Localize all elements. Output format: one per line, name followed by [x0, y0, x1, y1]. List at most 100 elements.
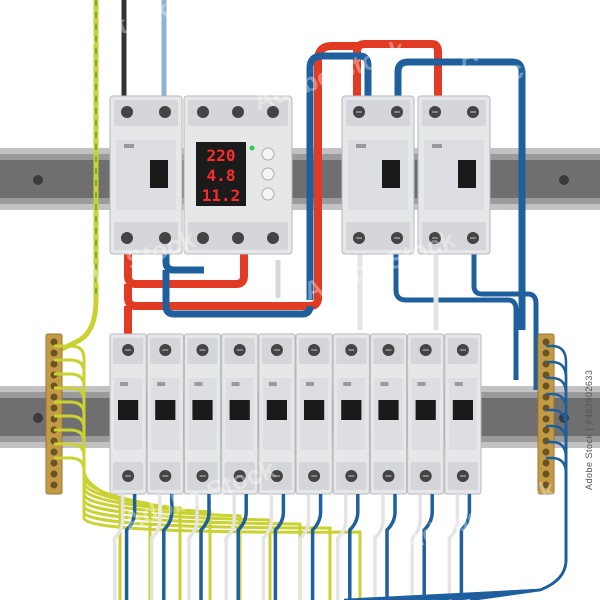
- circuit-breaker[interactable]: [221, 333, 259, 495]
- screw-icon: [50, 393, 58, 401]
- voltmeter-ammeter: 220 4.8 11.2: [183, 95, 293, 255]
- screw-icon: [542, 415, 550, 423]
- screw-icon: [159, 106, 171, 118]
- screw-icon: [232, 106, 244, 118]
- meter-display: [196, 142, 246, 206]
- screw-icon: [391, 106, 403, 118]
- screw-icon: [467, 106, 479, 118]
- screw-icon: [542, 470, 550, 478]
- toggle-lever-icon[interactable]: [452, 400, 473, 420]
- screw-icon: [467, 232, 479, 244]
- screw-icon: [50, 349, 58, 357]
- screw-icon: [159, 470, 172, 482]
- screw-icon: [542, 426, 550, 434]
- screw-icon: [50, 338, 58, 346]
- screw-icon: [270, 344, 283, 356]
- circuit-breaker[interactable]: [369, 333, 408, 495]
- incoming-wires: [58, 0, 167, 353]
- screw-icon: [232, 232, 244, 244]
- toggle-lever-icon[interactable]: [229, 400, 250, 420]
- rcd-2[interactable]: [417, 95, 491, 255]
- screw-icon: [270, 470, 283, 482]
- screw-icon: [50, 448, 58, 456]
- screw-icon: [419, 344, 432, 356]
- toggle-lever-icon[interactable]: [150, 160, 168, 188]
- screw-icon: [456, 344, 469, 356]
- screw-icon: [197, 232, 209, 244]
- rail-hole: [559, 175, 569, 185]
- residual-current-devices: [341, 95, 491, 255]
- toggle-lever-icon[interactable]: [118, 400, 139, 420]
- circuit-breaker[interactable]: [444, 333, 482, 495]
- toggle-lever-icon[interactable]: [415, 400, 436, 420]
- screw-icon: [308, 344, 321, 356]
- circuit-breaker[interactable]: [258, 333, 296, 495]
- screw-icon: [345, 470, 358, 482]
- toggle-lever-icon[interactable]: [304, 400, 325, 420]
- screw-icon: [122, 344, 135, 356]
- circuit-breaker[interactable]: [295, 333, 333, 495]
- screw-icon: [50, 470, 58, 478]
- screw-icon: [542, 459, 550, 467]
- circuit-breaker[interactable]: [407, 333, 445, 495]
- screw-icon: [542, 448, 550, 456]
- meter-current: 11.2: [202, 186, 241, 205]
- toggle-lever-icon[interactable]: [458, 160, 476, 188]
- stock-image-id: Adobe Stock | #483902633: [584, 369, 594, 491]
- screw-icon: [159, 232, 171, 244]
- meter-frequency: 4.8: [207, 166, 236, 185]
- screw-icon: [233, 470, 246, 482]
- circuit-breaker[interactable]: [146, 333, 184, 495]
- screw-icon: [50, 404, 58, 412]
- circuit-breaker[interactable]: [183, 333, 222, 495]
- screw-icon: [542, 338, 550, 346]
- screw-icon: [542, 382, 550, 390]
- circuit-breaker-row: [109, 333, 482, 495]
- screw-icon: [419, 470, 432, 482]
- circuit-breaker[interactable]: [332, 333, 370, 495]
- screw-icon: [196, 344, 209, 356]
- screw-icon: [122, 470, 135, 482]
- neutral-busbar: [537, 333, 555, 495]
- meter-button-icon[interactable]: [261, 167, 275, 181]
- outgoing-wires: [54, 344, 568, 600]
- screw-icon: [159, 344, 172, 356]
- screw-icon: [542, 349, 550, 357]
- screw-icon: [197, 106, 209, 118]
- screw-icon: [429, 232, 441, 244]
- rcd-1[interactable]: [341, 95, 415, 255]
- screw-icon: [50, 360, 58, 368]
- toggle-lever-icon[interactable]: [341, 400, 362, 420]
- main-switch[interactable]: [109, 95, 183, 255]
- circuit-breaker[interactable]: [109, 333, 147, 495]
- screw-icon: [196, 470, 209, 482]
- screw-icon: [50, 459, 58, 467]
- screw-icon: [353, 232, 365, 244]
- screw-icon: [233, 344, 246, 356]
- screw-icon: [345, 344, 358, 356]
- meter-voltage: 220: [207, 146, 236, 165]
- din-rail-top: [0, 148, 600, 210]
- screw-icon: [382, 344, 395, 356]
- rail-hole: [33, 175, 43, 185]
- toggle-lever-icon[interactable]: [192, 400, 213, 420]
- meter-button-icon[interactable]: [261, 187, 275, 201]
- toggle-lever-icon[interactable]: [155, 400, 176, 420]
- screw-icon: [121, 232, 133, 244]
- toggle-lever-icon[interactable]: [382, 160, 400, 188]
- screw-icon: [391, 232, 403, 244]
- rail-hole: [33, 413, 43, 423]
- screw-icon: [121, 106, 133, 118]
- earth-busbar: [45, 333, 63, 495]
- screw-icon: [50, 481, 58, 489]
- meter-button-icon[interactable]: [261, 147, 275, 161]
- toggle-lever-icon[interactable]: [266, 400, 287, 420]
- screw-icon: [429, 106, 441, 118]
- screw-icon: [382, 470, 395, 482]
- toggle-lever-icon[interactable]: [378, 400, 399, 420]
- screw-icon: [456, 470, 469, 482]
- screw-icon: [267, 232, 279, 244]
- screw-icon: [308, 470, 321, 482]
- screw-icon: [542, 481, 550, 489]
